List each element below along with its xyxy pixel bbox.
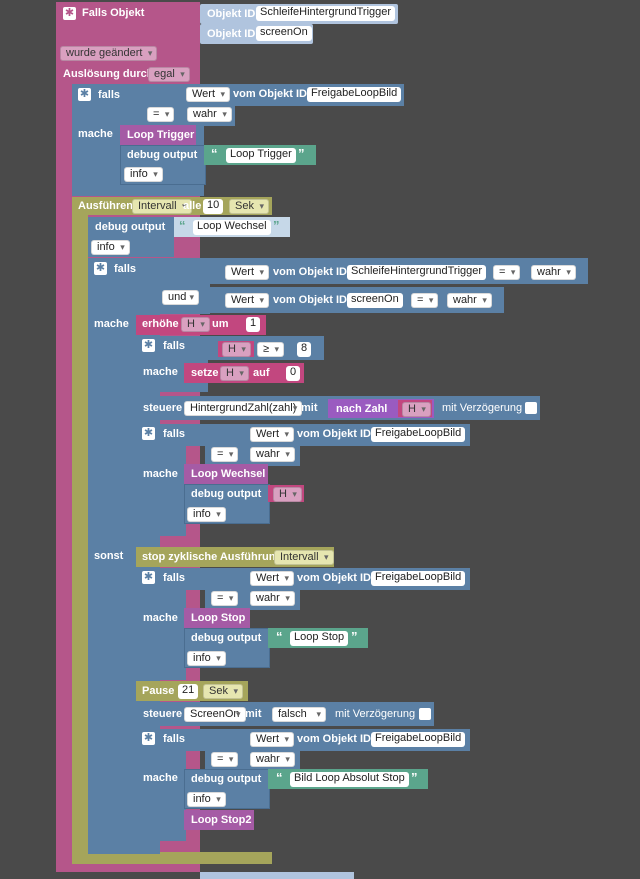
object-id-field[interactable]: FreigabeLoopBild bbox=[307, 87, 402, 102]
function-call-block[interactable] bbox=[120, 125, 196, 145]
function-call-block[interactable] bbox=[184, 608, 250, 628]
value-dropdown[interactable]: wahr bbox=[531, 265, 576, 280]
trigger-source-dropdown[interactable]: egal bbox=[148, 67, 190, 82]
log-level-dropdown[interactable]: info bbox=[187, 507, 226, 522]
value-dropdown[interactable]: wahr bbox=[250, 447, 295, 462]
gear-icon[interactable]: ✱ bbox=[78, 88, 91, 101]
object-id-field[interactable]: FreigabeLoopBild bbox=[371, 571, 466, 586]
delay-checkbox[interactable] bbox=[525, 402, 537, 414]
trigger-label: Falls Objekt bbox=[82, 7, 145, 19]
object-id-field-2[interactable]: screenOn bbox=[256, 26, 312, 41]
operator-dropdown[interactable]: = bbox=[211, 591, 239, 606]
gear-icon[interactable]: ✱ bbox=[142, 571, 155, 584]
log-level-dropdown[interactable]: info bbox=[124, 167, 163, 182]
log-level-dropdown[interactable]: info bbox=[187, 792, 226, 807]
function-call-block[interactable] bbox=[184, 464, 268, 484]
text-field[interactable]: Loop Stop bbox=[290, 631, 349, 646]
value-dropdown[interactable]: wahr bbox=[250, 752, 295, 767]
operator-dropdown[interactable]: ≥ bbox=[257, 342, 285, 357]
value-dropdown[interactable]: Wert bbox=[225, 265, 270, 280]
variable-dropdown[interactable]: H bbox=[181, 317, 210, 332]
operator-dropdown[interactable]: = bbox=[147, 107, 175, 122]
compare-value[interactable]: 8 bbox=[297, 342, 312, 357]
pause-unit-dropdown[interactable]: Sek bbox=[203, 684, 243, 699]
function-call-block[interactable] bbox=[184, 810, 254, 830]
value-dropdown[interactable]: Wert bbox=[186, 87, 231, 102]
interval-value[interactable]: 10 bbox=[203, 199, 224, 214]
operator-dropdown[interactable]: = bbox=[211, 447, 239, 462]
object-id-field[interactable]: FreigabeLoopBild bbox=[371, 732, 466, 747]
operator-dropdown[interactable]: = bbox=[493, 265, 521, 280]
text-field[interactable]: Loop Trigger bbox=[226, 148, 296, 163]
object-id-field-1[interactable]: SchleifeHintergrundTrigger bbox=[256, 6, 396, 21]
operator-dropdown[interactable]: = bbox=[411, 293, 439, 308]
text-field[interactable]: Loop Wechsel bbox=[193, 220, 271, 235]
interval-type-dropdown[interactable]: Intervall bbox=[132, 199, 192, 214]
set-value[interactable]: 0 bbox=[286, 366, 301, 381]
object-dropdown[interactable]: ScreenOn bbox=[184, 707, 246, 722]
gear-icon[interactable]: ✱ bbox=[63, 7, 76, 20]
and-block[interactable] bbox=[158, 258, 210, 314]
value-dropdown[interactable]: wahr bbox=[447, 293, 492, 308]
operator-dropdown[interactable]: = bbox=[211, 752, 239, 767]
logic-dropdown[interactable]: und bbox=[162, 290, 199, 305]
log-level-dropdown[interactable]: info bbox=[187, 651, 226, 666]
bottom-block-edge bbox=[200, 872, 354, 879]
value-dropdown[interactable]: Wert bbox=[250, 571, 295, 586]
value-dropdown[interactable]: Wert bbox=[250, 732, 295, 747]
gear-icon[interactable]: ✱ bbox=[94, 262, 107, 275]
gear-icon[interactable]: ✱ bbox=[142, 427, 155, 440]
interval-unit-dropdown[interactable]: Sek bbox=[229, 199, 269, 214]
pause-value[interactable]: 21 bbox=[178, 684, 199, 699]
log-level-dropdown[interactable]: info bbox=[91, 240, 130, 255]
text-field[interactable]: Bild Loop Absolut Stop bbox=[290, 772, 409, 787]
variable-dropdown[interactable]: H bbox=[273, 487, 302, 502]
value-dropdown[interactable]: falsch bbox=[272, 707, 326, 722]
object-id-field[interactable]: screenOn bbox=[347, 293, 403, 308]
value-dropdown[interactable]: Wert bbox=[225, 293, 270, 308]
variable-dropdown[interactable]: H bbox=[220, 366, 249, 381]
delay-checkbox[interactable] bbox=[419, 708, 431, 720]
variable-dropdown[interactable]: H bbox=[402, 402, 431, 417]
value-dropdown[interactable]: wahr bbox=[187, 107, 232, 122]
object-id-field[interactable]: FreigabeLoopBild bbox=[371, 427, 466, 442]
increment-value[interactable]: 1 bbox=[246, 317, 261, 332]
variable-dropdown[interactable]: H bbox=[222, 342, 251, 357]
gear-icon[interactable]: ✱ bbox=[142, 732, 155, 745]
trigger-type-dropdown[interactable]: wurde geändert bbox=[60, 46, 158, 61]
value-dropdown[interactable]: Wert bbox=[250, 427, 295, 442]
object-dropdown[interactable]: HintergrundZahl(zahl) bbox=[184, 401, 303, 416]
value-dropdown[interactable]: wahr bbox=[250, 591, 295, 606]
object-id-field[interactable]: SchleifeHintergrundTrigger bbox=[347, 265, 487, 280]
interval-dropdown[interactable]: Intervall bbox=[274, 550, 334, 565]
gear-icon[interactable]: ✱ bbox=[142, 339, 155, 352]
trigger-source-label: Auslösung durch bbox=[63, 68, 154, 80]
